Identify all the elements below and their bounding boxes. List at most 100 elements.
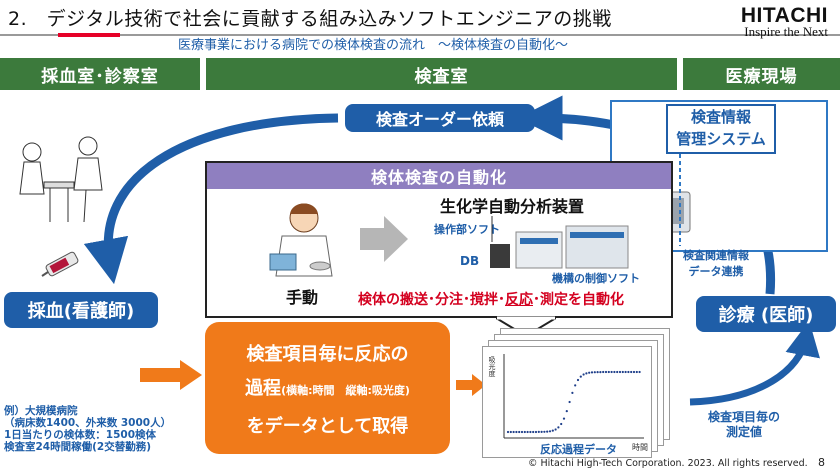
chart-point	[523, 430, 526, 434]
info-system-line2: 管理システム	[676, 130, 766, 148]
hitachi-logo: HITACHI	[740, 4, 828, 27]
chart-point	[560, 422, 563, 426]
diagnosis-label: 診療 (医師)	[696, 296, 836, 332]
manual-to-auto-arrow	[360, 216, 408, 262]
chart-point	[616, 370, 619, 374]
chart-point	[593, 371, 596, 374]
chart-point	[540, 430, 543, 433]
chart-point	[574, 384, 577, 387]
chart-point	[506, 430, 510, 434]
page-number: 8	[818, 456, 825, 469]
chart-point	[627, 370, 630, 374]
lab-info-system-title: 検査情報 管理システム	[666, 104, 776, 154]
measured-values-label: 検査項目毎の 測定値	[707, 410, 780, 439]
chart-point	[548, 430, 552, 433]
arrow-data-to-diagnosis	[689, 320, 820, 406]
chart-point	[537, 430, 540, 433]
logo-tagline: Inspire the Next	[744, 24, 828, 39]
linkage-line1: 検査関連情報	[683, 249, 749, 262]
chart-point	[543, 430, 546, 433]
chart-point	[565, 410, 568, 413]
chart-point	[557, 426, 560, 429]
chart-point	[602, 370, 605, 374]
acquisition-line1: 検査項目毎に反応の	[246, 344, 409, 365]
chart-point	[515, 430, 518, 434]
chart-point	[532, 430, 535, 434]
chart-xlabel: 時間	[632, 443, 648, 452]
chart-point	[585, 372, 588, 375]
chart-point	[618, 370, 622, 374]
chart-point	[526, 430, 529, 434]
title-accent-bar	[58, 33, 120, 37]
chart-point	[509, 430, 512, 434]
consultation-illustration	[19, 136, 103, 223]
chart-caption: 反応過程データ	[540, 443, 617, 456]
chart-point	[529, 430, 532, 434]
chart-point	[534, 430, 538, 434]
data-acquisition-box: 検査項目毎に反応の 過程(横軸:時間 縦軸:吸光度) をデータとして取得	[205, 322, 450, 454]
caption-highlight-reaction: 反応	[505, 292, 533, 308]
caption-part2: ･測定を自動化	[533, 292, 624, 308]
blooddraw-to-data-arrow	[140, 360, 202, 390]
chart-point	[562, 417, 566, 420]
data-to-chart-arrow	[456, 374, 486, 396]
example-note: 例）大規模病院 （病床数1400、外来数 3000人） 1日当たりの検体数：15…	[4, 405, 171, 453]
acquisition-line2: 過程(横軸:時間 縦軸:吸光度)	[205, 374, 450, 400]
section-medical-site: 医療現場	[683, 58, 840, 90]
chart-point	[551, 429, 554, 432]
chart-point	[546, 430, 549, 433]
section-blood-draw-room: 採血室･診察室	[0, 58, 200, 90]
chart-point	[582, 373, 585, 376]
chart-point	[604, 370, 608, 374]
automation-caption: 検体の搬送･分注･撹拌･反応･測定を自動化	[358, 289, 624, 309]
blood-draw-label: 採血(看護師)	[4, 292, 158, 328]
chart-point	[630, 370, 633, 374]
control-software-label: 機構の制御ソフト	[552, 272, 640, 285]
chart-point	[520, 430, 524, 434]
example-line1: 例）大規模病院	[4, 405, 78, 417]
chart-point	[568, 400, 571, 404]
info-system-line1: 検査情報	[690, 108, 751, 126]
automation-header: 検体検査の自動化	[207, 163, 671, 189]
acquisition-axis-note: (横軸:時間 縦軸:吸光度)	[281, 384, 410, 397]
chart-point	[590, 371, 594, 374]
chart-point	[588, 371, 591, 374]
analyzer-title: 生化学自動分析装置	[440, 197, 585, 216]
chart-point	[621, 370, 624, 374]
copyright-text: © Hitachi High-Tech Corporation. 2023. A…	[528, 458, 808, 469]
example-line3: 1日当たりの検体数：1500検体	[4, 429, 157, 441]
manual-label: 手動	[286, 288, 319, 307]
reaction-chart-sheet	[482, 346, 652, 458]
page-subtitle: 医療事業における病院での検体検査の流れ ～検体検査の自動化～	[178, 38, 569, 53]
chart-ylabel: 吸光度	[488, 356, 496, 378]
title-divider	[0, 34, 840, 36]
arrow-order-to-blooddraw	[83, 113, 339, 285]
chart-point	[571, 391, 574, 394]
acquisition-process: 過程	[245, 378, 282, 399]
chart-point	[635, 370, 638, 374]
syringe-icon	[41, 251, 79, 277]
chart-point	[638, 370, 641, 374]
reaction-process-chart: 吸光度 時間	[488, 354, 648, 452]
section-laboratory: 検査室	[206, 58, 677, 90]
chart-point	[632, 370, 636, 374]
chart-point	[624, 370, 627, 374]
chart-point	[579, 375, 582, 378]
db-label: DB	[460, 254, 480, 268]
chart-point	[554, 428, 557, 431]
chart-point	[610, 370, 613, 374]
chart-point	[512, 430, 515, 434]
chart-point	[607, 370, 610, 374]
operation-software-label: 操作部ソフト	[434, 223, 500, 236]
chart-point	[613, 370, 616, 374]
acquisition-line3: をデータとして取得	[246, 416, 409, 437]
chart-point	[576, 378, 580, 382]
callout-pointer	[496, 316, 556, 338]
page-title: 2. デジタル技術で社会に貢献する組み込みソフトエンジニアの挑戦	[8, 8, 612, 30]
chart-point	[596, 371, 599, 374]
linkage-line2: データ連携	[688, 265, 744, 278]
caption-part1: 検体の搬送･分注･撹拌･	[358, 292, 505, 308]
order-request-label: 検査オーダー依頼	[345, 104, 535, 132]
chart-point	[518, 430, 521, 434]
data-linkage-label: 検査関連情報 データ連携	[666, 248, 766, 280]
